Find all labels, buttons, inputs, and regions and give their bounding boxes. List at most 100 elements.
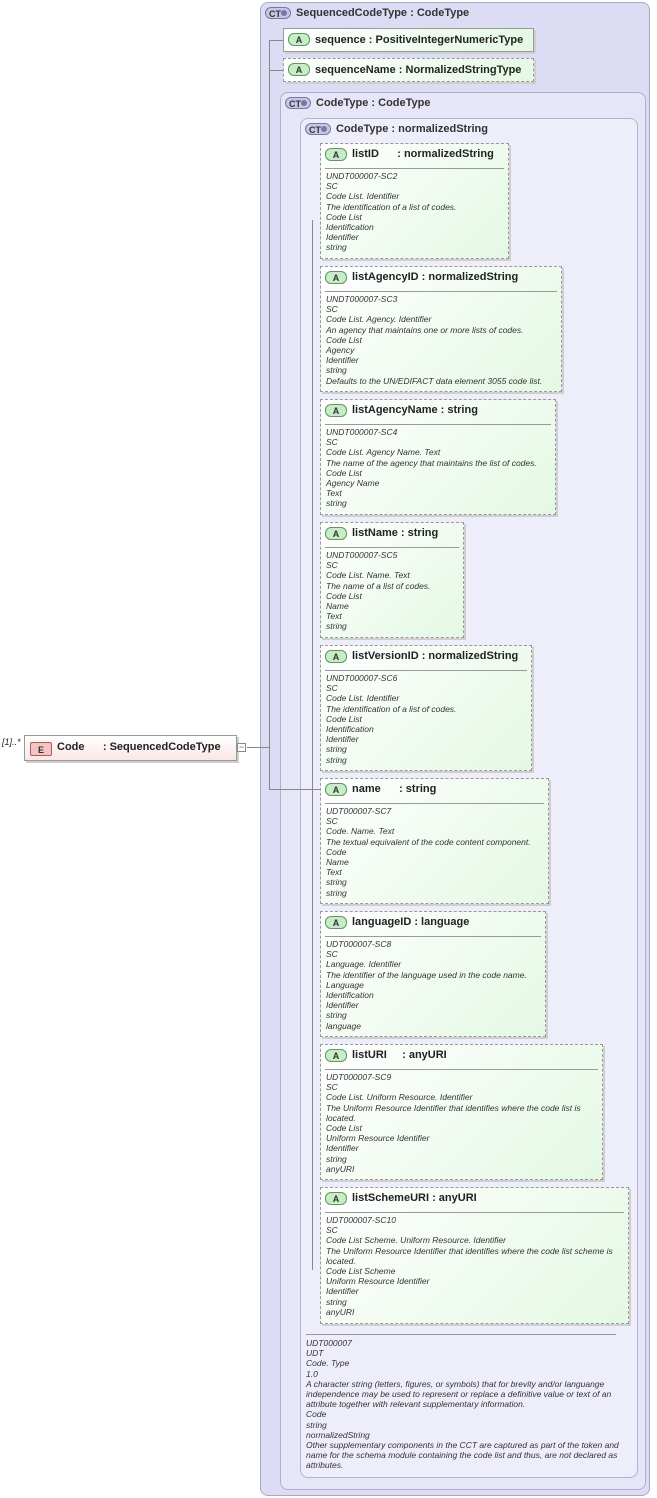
- attribute-icon: A: [325, 404, 347, 417]
- attribute-header: listID : normalizedString: [352, 148, 494, 160]
- element-code[interactable]: E Code : SequencedCodeType: [24, 735, 237, 761]
- doc-line: The name of a list of codes.: [326, 580, 431, 591]
- doc-line: An agency that maintains one or more lis…: [326, 324, 524, 335]
- doc-line: string: [326, 242, 347, 253]
- attribute-header: languageID : language: [352, 916, 470, 928]
- doc-line: UNDT000007-SC3: [326, 294, 398, 304]
- complex-type-icon: CT: [285, 97, 311, 110]
- inner-type-label: CodeType : normalizedString: [336, 123, 488, 135]
- doc-line: Code. Name. Text: [326, 826, 395, 837]
- doc-line: SC: [326, 304, 338, 315]
- doc-line: Defaults to the UN/EDIFACT data element …: [326, 375, 543, 386]
- doc-line: Code List. Agency Name. Text: [326, 447, 441, 458]
- doc-line: Code: [306, 1409, 327, 1420]
- doc-line: UNDT000007-SC6: [326, 673, 398, 683]
- attribute-separator: [325, 1212, 624, 1213]
- doc-line: Agency Name: [326, 478, 380, 489]
- doc-line: Code List. Agency. Identifier: [326, 314, 432, 325]
- doc-line: string: [306, 1419, 327, 1430]
- doc-line: string: [326, 744, 347, 755]
- doc-line: string: [326, 754, 347, 765]
- doc-line: UDT000007-SC7: [326, 806, 392, 816]
- connector-trunk: [269, 40, 270, 789]
- doc-line: SC: [326, 1082, 338, 1093]
- attribute-separator: [325, 670, 527, 671]
- doc-line: Code List. Identifier: [326, 191, 400, 202]
- doc-line: SC: [326, 949, 338, 960]
- attribute-header: listAgencyName : string: [352, 404, 478, 416]
- doc-line: normalizedString: [306, 1429, 370, 1440]
- attribute-sequence-name[interactable]: A sequenceName : NormalizedStringType: [283, 58, 534, 82]
- attribute-icon: A: [325, 527, 347, 540]
- doc-line: Identification: [326, 222, 374, 233]
- doc-line: The identification of a list of codes.: [326, 703, 457, 714]
- doc-line: Text: [326, 611, 342, 622]
- doc-line: The name of the agency that maintains th…: [326, 457, 537, 468]
- inner-type-title: CT CodeType : normalizedString: [305, 123, 488, 136]
- attribute-sequence[interactable]: A sequence : PositiveIntegerNumericType: [283, 28, 534, 52]
- doc-line: SC: [326, 1225, 338, 1236]
- doc-line: SC: [326, 816, 338, 827]
- doc-line: language: [326, 1020, 361, 1031]
- doc-line: Code: [326, 846, 347, 857]
- middle-type-label: CodeType : CodeType: [316, 97, 431, 109]
- attribute-separator: [325, 803, 544, 804]
- doc-line: Uniform Resource Identifier: [326, 1276, 430, 1287]
- attribute-icon: A: [288, 63, 310, 76]
- doc-line: SC: [326, 437, 338, 448]
- complex-type-icon: CT: [305, 123, 331, 136]
- attribute-icon: A: [325, 1192, 347, 1205]
- doc-line: The identifier of the language used in t…: [326, 969, 527, 980]
- connector-sequence-name: [269, 70, 283, 71]
- attribute-icon: A: [325, 650, 347, 663]
- doc-line: Code List: [326, 590, 362, 601]
- doc-line: Code List: [326, 1123, 362, 1134]
- doc-line: Code List. Identifier: [326, 693, 400, 704]
- attribute-icon: A: [325, 148, 347, 161]
- element-icon: E: [30, 742, 52, 756]
- doc-line: string: [326, 1153, 347, 1164]
- collapse-icon[interactable]: −: [237, 742, 246, 752]
- attribute-separator: [325, 1069, 598, 1070]
- connector-line: [247, 747, 269, 748]
- attribute-header: name : string: [352, 783, 437, 795]
- element-code-label: Code : SequencedCodeType: [57, 741, 221, 753]
- doc-line: string: [326, 887, 347, 898]
- attribute-icon: A: [288, 33, 310, 46]
- cardinality-label: [1]..*: [2, 737, 21, 747]
- doc-line: SC: [326, 683, 338, 694]
- doc-line: Text: [326, 488, 342, 499]
- doc-line: The Uniform Resource Identifier that ide…: [326, 1245, 613, 1266]
- doc-line: The textual equivalent of the code conte…: [326, 836, 531, 847]
- connector-sequence: [269, 40, 283, 41]
- attribute-icon: A: [325, 1049, 347, 1062]
- doc-line: string: [326, 498, 347, 509]
- doc-line: 1.0: [306, 1368, 318, 1379]
- doc-line: The identification of a list of codes.: [326, 201, 457, 212]
- doc-line: Code List: [326, 713, 362, 724]
- outer-type-label: SequencedCodeType : CodeType: [296, 7, 470, 19]
- attribute-separator: [325, 424, 551, 425]
- doc-line: string: [326, 1296, 347, 1307]
- attribute-header: listAgencyID : normalizedString: [352, 271, 519, 283]
- doc-line: Identifier: [326, 355, 359, 366]
- connector-code-type-inner: [283, 789, 320, 790]
- attribute-header: listVersionID : normalizedString: [352, 650, 519, 662]
